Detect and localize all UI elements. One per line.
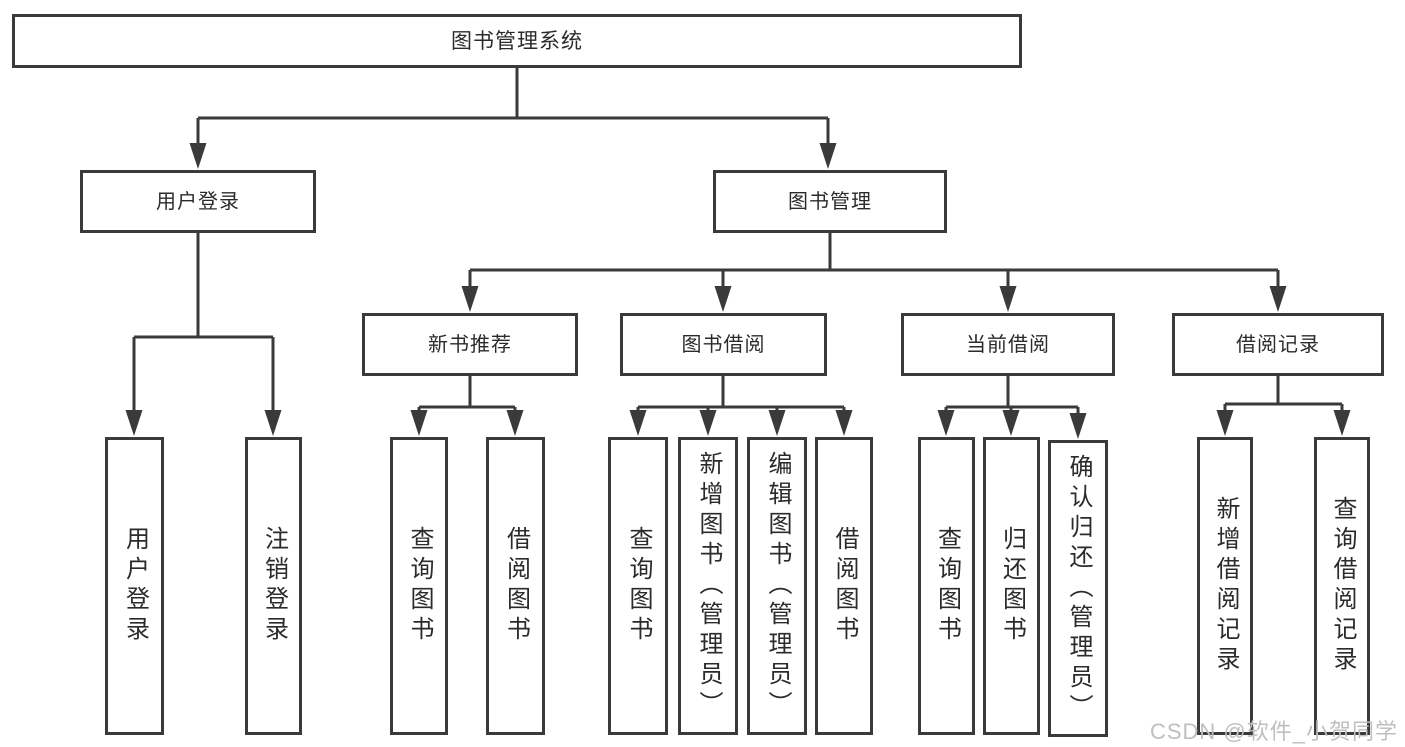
leaf-current-return-books: 归还图书 [983, 437, 1040, 735]
leaf-records-add-borrow-record: 新增借阅记录 [1197, 437, 1253, 735]
leaf-records-query-borrow-record: 查询借阅记录 [1314, 437, 1370, 735]
leaf-borrow-borrow-books: 借阅图书 [815, 437, 873, 735]
leaf-user-login: 用户登录 [105, 437, 164, 735]
node-label: 借阅记录 [1236, 333, 1320, 356]
leaf-label: 归还图书 [998, 526, 1026, 646]
leaf-current-query-books: 查询图书 [918, 437, 975, 735]
watermark: CSDN @软件_小贺同学 [1149, 719, 1398, 744]
leaf-label: 编辑图书（管理员） [764, 451, 791, 721]
leaf-current-confirm-return-admin: 确认归还（管理员） [1048, 440, 1108, 737]
node-book-borrow: 图书借阅 [620, 313, 827, 376]
leaf-label: 查询借阅记录 [1329, 496, 1356, 676]
node-book-management: 图书管理 [713, 170, 947, 233]
leaf-label: 查询图书 [933, 526, 961, 646]
node-library-management-system: 图书管理系统 [12, 14, 1022, 68]
node-label: 图书管理系统 [451, 29, 583, 53]
node-label: 用户登录 [156, 190, 240, 213]
leaf-label: 借阅图书 [502, 526, 530, 646]
leaf-label: 用户登录 [121, 526, 149, 646]
leaf-label: 查询图书 [406, 526, 433, 646]
node-label: 新书推荐 [428, 333, 512, 356]
leaf-recommend-query-books: 查询图书 [390, 437, 448, 735]
leaf-borrow-add-books-admin: 新增图书（管理员） [678, 437, 738, 735]
leaf-label: 查询图书 [625, 526, 652, 646]
node-current-borrow: 当前借阅 [901, 313, 1115, 376]
leaf-label: 新增借阅记录 [1212, 496, 1239, 676]
node-label: 图书借阅 [681, 333, 766, 356]
leaf-label: 确认归还（管理员） [1065, 453, 1092, 724]
leaf-label: 注销登录 [260, 526, 288, 646]
node-borrow-records: 借阅记录 [1172, 313, 1384, 376]
node-label: 图书管理 [788, 190, 872, 213]
leaf-label: 借阅图书 [831, 526, 858, 646]
leaf-label: 新增图书（管理员） [695, 451, 722, 721]
node-user-login: 用户登录 [80, 170, 316, 233]
leaf-borrow-query-books: 查询图书 [608, 437, 668, 735]
node-label: 当前借阅 [966, 333, 1050, 356]
leaf-borrow-edit-books-admin: 编辑图书（管理员） [747, 437, 807, 735]
node-new-book-recommend: 新书推荐 [362, 313, 578, 376]
leaf-logout: 注销登录 [245, 437, 302, 735]
leaf-recommend-borrow-books: 借阅图书 [486, 437, 545, 735]
